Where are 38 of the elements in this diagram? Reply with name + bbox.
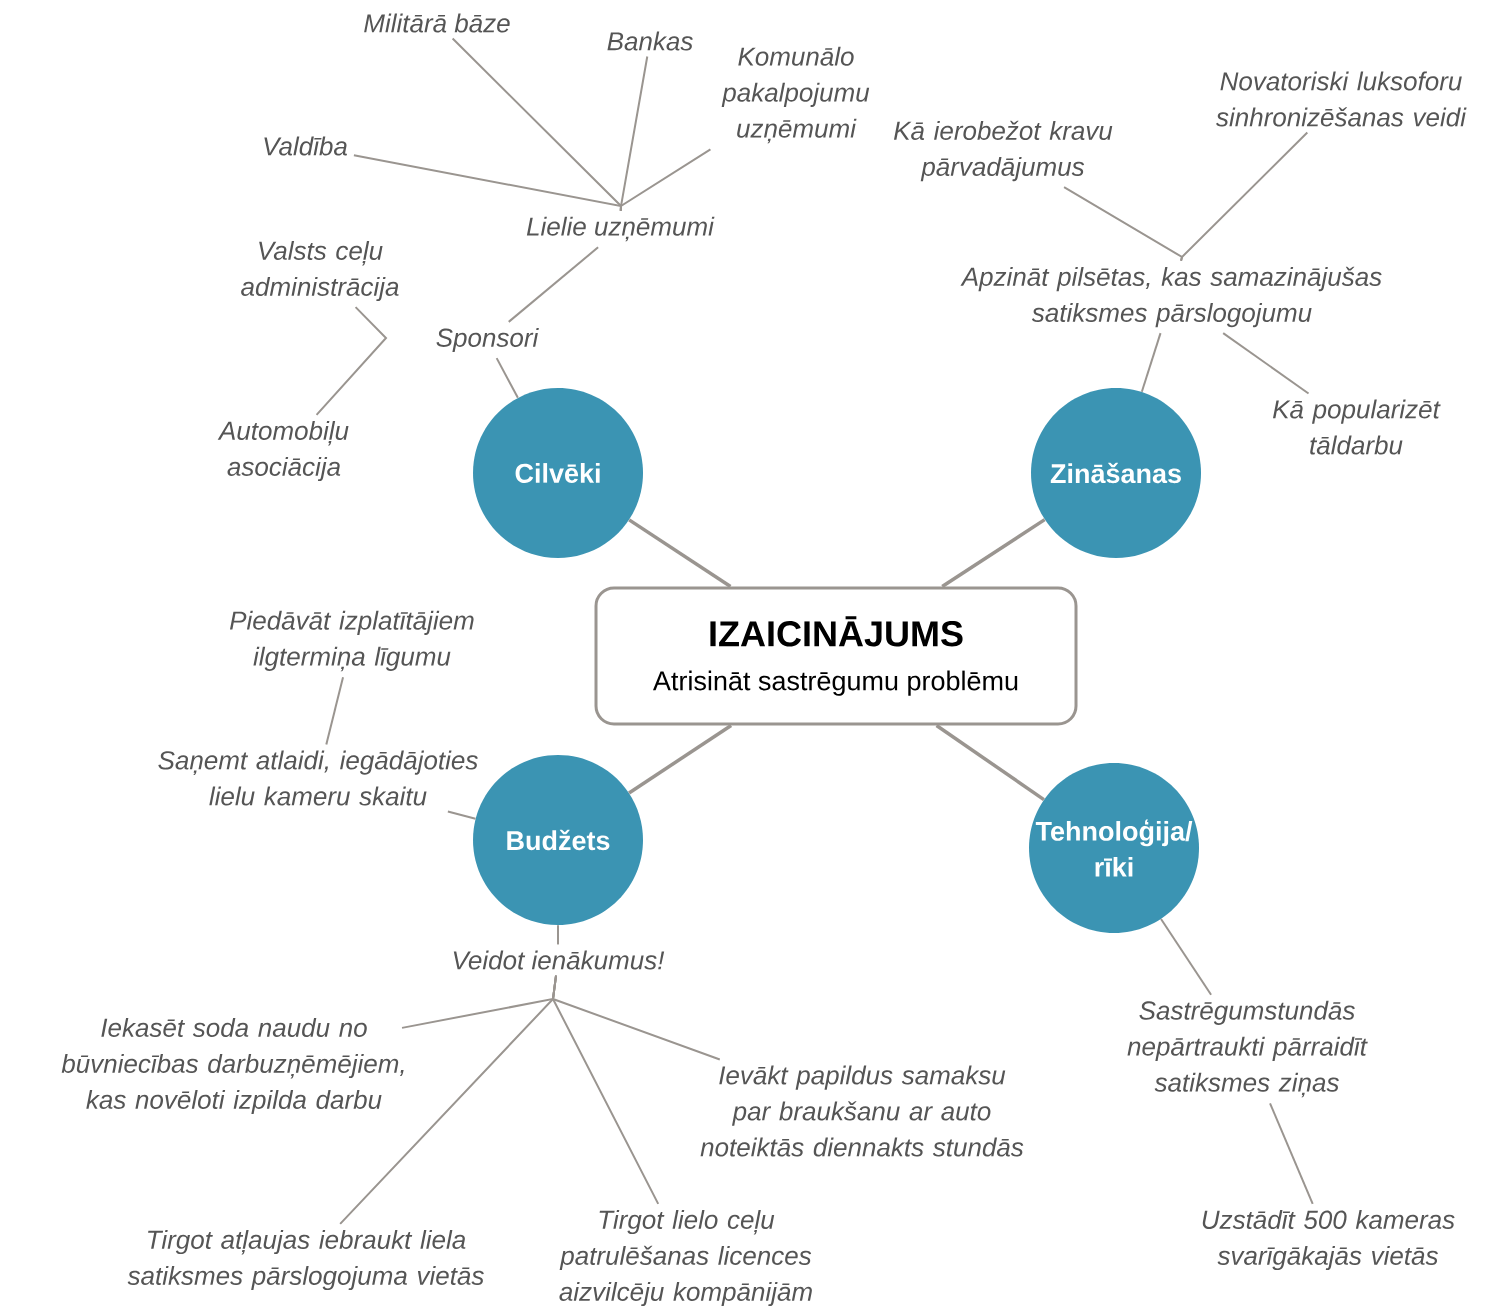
idea-text: Valsts ceļu administrācija — [241, 240, 399, 302]
challenge-box: IZAICINĀJUMS Atrisināt sastrēgumu problēmu — [594, 586, 1078, 726]
connector-line — [1160, 918, 1213, 996]
connector-line — [1180, 131, 1309, 262]
connector-line — [557, 924, 559, 946]
idea-text: Sastrēgumstundās nepārtraukti pārraidīt satiksmes ziņas — [1127, 1000, 1368, 1098]
idea-text: Bankas — [607, 31, 693, 51]
idea-text: Automobiļu asociācija — [217, 420, 349, 482]
connector-line — [935, 724, 1045, 802]
idea-text: Kā popularizēt tāldarbu — [1273, 399, 1441, 455]
idea-text: Tirgot atļaujas iebraukt liela satiksmes pārslogojuma vietās — [127, 1229, 484, 1291]
idea-text: Ievākt papildus samaksu par braukšanu ar auto noteiktās diennakts stundās — [700, 1065, 1024, 1157]
connector-line — [1269, 1102, 1314, 1205]
connector-line — [551, 974, 660, 1205]
connector-line — [1140, 332, 1162, 393]
idea-text: Kā ierobežot kravu pārvadājumus — [893, 120, 1113, 182]
connector-line — [628, 724, 733, 795]
connector-line — [325, 676, 344, 746]
idea-text: Sponsori — [436, 327, 539, 353]
idea-text: Uzstādīt 500 kameras svarīgākajās vietās — [1202, 1209, 1455, 1271]
idea-text: Komunālo pakalpojumu uzņēmumi — [721, 46, 870, 144]
idea-text: Valdība — [264, 136, 347, 156]
idea-text: Tirgot lielo ceļu patrulēšanas licences aizvilcēju kompānijām — [559, 1209, 812, 1307]
idea-text: Piedāvāt izplatītājiem ilgtermiņa līgumu — [229, 610, 474, 672]
connector-line — [507, 246, 600, 323]
connector-line — [628, 518, 732, 588]
idea-text: Veidot ienākumus! — [453, 950, 665, 970]
connector-line — [495, 357, 519, 399]
connector-line — [446, 810, 477, 820]
connector-line — [1222, 332, 1310, 395]
idea-text: Militārā bāze — [364, 13, 510, 33]
connector-line — [619, 148, 712, 212]
connector-line — [941, 518, 1046, 588]
idea-text: Lielie uzņēmumi — [526, 216, 715, 242]
idea-text: Iekasēt soda naudu no būvniecības darbuzņēmējiem, kas novēloti izpilda darbu — [61, 1017, 404, 1115]
connector-line — [315, 306, 388, 416]
idea-text: Apzināt pilsētas, kas samazinājušas satiksmes pārslogojumu — [960, 266, 1382, 328]
idea-text: Novatoriski luksoforu sinhronizēšanas veidi — [1216, 71, 1467, 127]
